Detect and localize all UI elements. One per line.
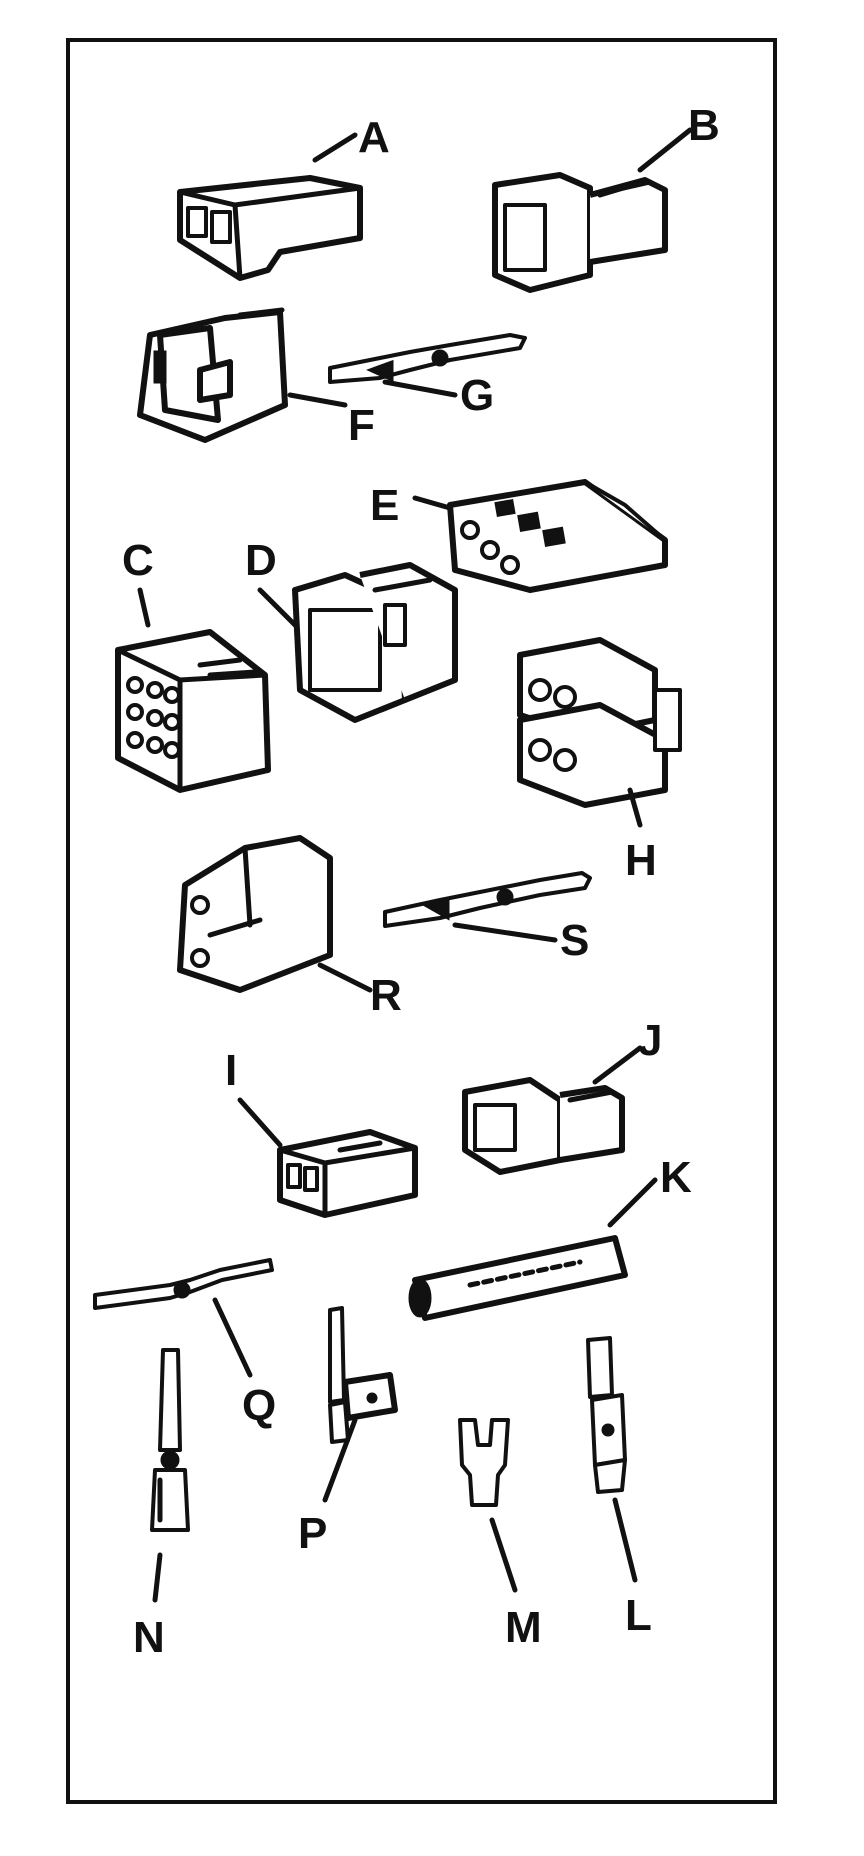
- label-b: B: [688, 101, 720, 150]
- label-l: L: [625, 1591, 652, 1640]
- terminal-m: [458, 1418, 518, 1593]
- label-r: R: [370, 971, 402, 1020]
- label-i: I: [225, 1046, 237, 1095]
- connector-a: [177, 132, 363, 281]
- terminal-l: [586, 1336, 638, 1583]
- terminal-q: [93, 1258, 274, 1378]
- label-q: Q: [242, 1381, 276, 1430]
- connector-i: I: [225, 1046, 418, 1218]
- label-p: P: [298, 1509, 327, 1558]
- terminal-k: [408, 1177, 658, 1321]
- label-h: H: [625, 836, 657, 885]
- label-c: C: [122, 536, 154, 585]
- terminal-s: [383, 871, 592, 943]
- label-d: D: [245, 536, 277, 585]
- terminal-p: [322, 1306, 398, 1503]
- label-e: E: [370, 481, 399, 530]
- diagram-frame: [66, 38, 777, 1804]
- label-g: G: [460, 371, 494, 420]
- terminal-n: [150, 1348, 190, 1603]
- connector-j: [462, 1045, 643, 1175]
- label-j: J: [638, 1016, 662, 1065]
- connector-h: [517, 637, 682, 828]
- label-s: S: [560, 916, 589, 965]
- label-n: N: [133, 1613, 165, 1662]
- connector-e: [412, 479, 668, 593]
- connector-f: [137, 307, 348, 443]
- connector-c: C: [115, 536, 271, 793]
- connector-r: [177, 835, 373, 993]
- label-k: K: [660, 1153, 692, 1202]
- terminal-g: [328, 333, 527, 398]
- label-a: A: [358, 113, 390, 162]
- label-m: M: [505, 1603, 542, 1652]
- connector-b: [492, 127, 693, 293]
- label-f: F: [348, 401, 375, 450]
- connector-d: D: [245, 536, 458, 723]
